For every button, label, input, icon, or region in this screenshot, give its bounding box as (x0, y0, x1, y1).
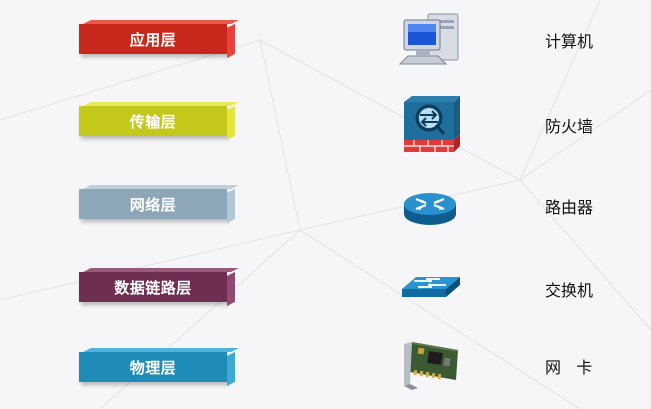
layer-bar-transport: 传输层 (79, 102, 239, 140)
bar-side (227, 351, 235, 386)
layer-label: 应用层 (129, 30, 177, 49)
layer-row-application: 应用层 计算机 (0, 10, 651, 70)
device-label: 交换机 (545, 281, 594, 300)
bar-top (83, 20, 239, 24)
layer-label: 物理层 (129, 358, 177, 377)
bar-top (83, 185, 239, 189)
bar-side (227, 188, 235, 223)
layer-label: 数据链路层 (114, 278, 192, 297)
layer-label: 传输层 (129, 112, 177, 131)
layer-row-network: 网络层 路由器 (0, 176, 651, 236)
layer-row-physical: 物理层 网 卡 (0, 340, 651, 400)
bar-face (79, 189, 227, 219)
layer-bar-physical: 物理层 (79, 348, 239, 386)
computer-icon (398, 13, 459, 65)
device-label: 路由器 (545, 198, 594, 217)
device-label: 计算机 (545, 32, 594, 51)
device-label: 防火墙 (545, 117, 594, 136)
layer-label: 网络层 (129, 195, 177, 214)
bar-side (227, 271, 235, 306)
layer-bar-network: 网络层 (79, 185, 239, 223)
layer-bar-application: 应用层 (79, 20, 239, 58)
router-icon (404, 193, 456, 225)
bar-face (79, 106, 227, 136)
bar-top (83, 268, 239, 272)
bar-face (79, 272, 227, 302)
layer-bar-data-link: 数据链路层 (79, 268, 239, 306)
switch-icon (402, 277, 460, 297)
bar-face (79, 352, 227, 382)
bar-side (227, 23, 235, 58)
layer-row-data-link: 数据链路层 交换机 (0, 259, 651, 319)
bar-face (79, 24, 227, 54)
network-card-icon (404, 342, 458, 390)
layer-row-transport: 传输层 防火墙 (0, 93, 651, 153)
bar-top (83, 102, 239, 106)
device-label: 网 卡 (545, 358, 593, 377)
firewall-icon (404, 96, 460, 152)
bar-side (227, 105, 235, 140)
bar-top (83, 348, 239, 352)
